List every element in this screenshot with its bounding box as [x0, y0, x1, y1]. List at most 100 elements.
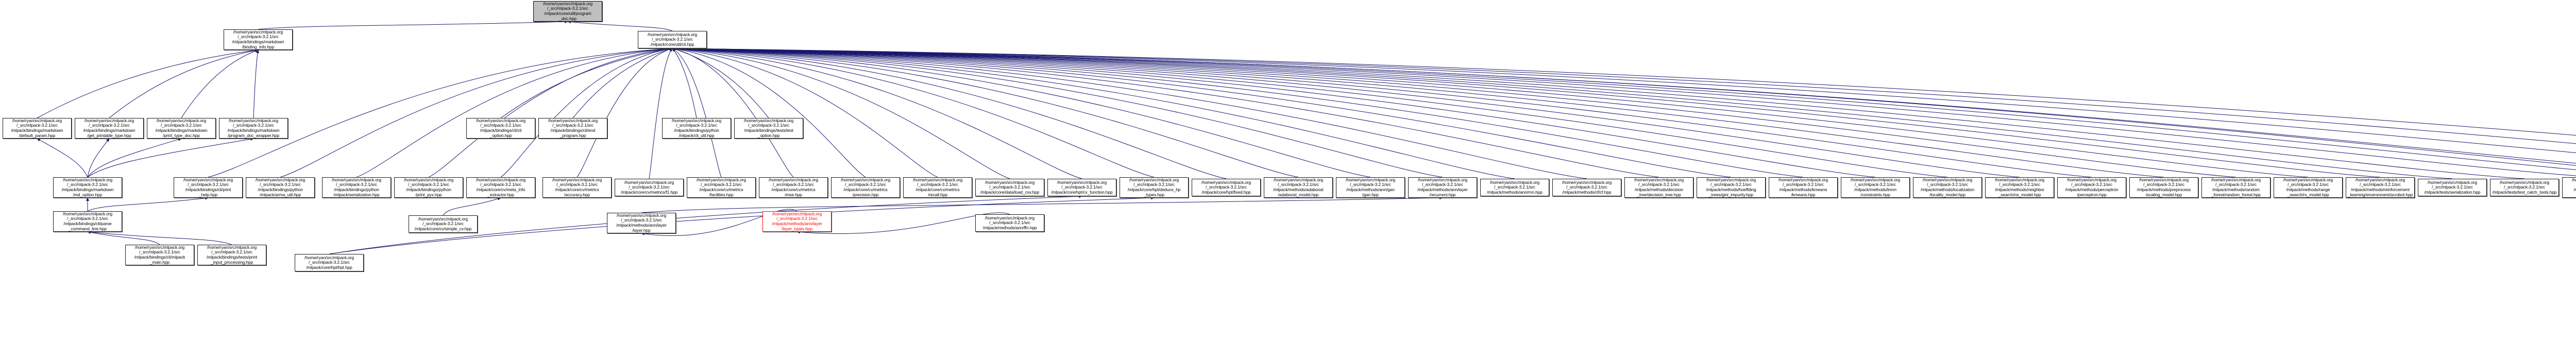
graph-node[interactable]: /home/ryan/src/mlpack.org /_src/mlpack-3… [607, 213, 676, 233]
graph-edge [672, 47, 1515, 179]
graph-node-label: /home/ryan/src/mlpack.org /_src/mlpack-3… [1051, 179, 1113, 195]
graph-node-label: /home/ryan/src/mlpack.org /_src/mlpack-3… [840, 177, 891, 197]
graph-edge [672, 47, 2576, 166]
graph-node[interactable]: /home/ryan/src/mlpack.org /_src/mlpack-3… [1552, 179, 1621, 196]
graph-node[interactable]: /home/ryan/src/mlpack.org /_src/mlpack-3… [1697, 177, 1766, 198]
graph-node-label: /home/ryan/src/mlpack.org /_src/mlpack-3… [671, 117, 722, 138]
graph-node[interactable]: /home/ryan/src/mlpack.org /_src/mlpack-3… [466, 177, 535, 198]
graph-node[interactable]: /home/ryan/src/mlpack.org /_src/mlpack-3… [831, 177, 900, 198]
graph-node[interactable]: /home/ryan/src/mlpack.org /_src/mlpack-3… [687, 177, 756, 198]
graph-node-label: /home/ryan/src/mlpack.org /_src/mlpack-3… [2137, 177, 2191, 197]
graph-node-label: /home/ryan/src/mlpack.org /_src/mlpack-3… [2065, 177, 2119, 197]
graph-node[interactable]: /home/ryan/src/mlpack.org /_src/mlpack-3… [1624, 177, 1693, 198]
graph-edge [649, 48, 673, 179]
graph-edge [672, 47, 1732, 178]
graph-node-label: /home/ryan/src/mlpack.org /_src/mlpack-3… [1850, 177, 1901, 197]
graph-node[interactable]: /home/ryan/src/mlpack.org /_src/mlpack-3… [2490, 179, 2559, 196]
graph-node-label: /home/ryan/src/mlpack.org /_src/mlpack-3… [155, 117, 208, 138]
graph-edge [672, 47, 794, 178]
graph-edge [672, 47, 2576, 176]
graph-node[interactable]: /home/ryan/src/mlpack.org /_src/mlpack-3… [662, 118, 731, 139]
graph-node[interactable]: /home/ryan/src/mlpack.org /_src/mlpack-3… [2346, 177, 2415, 198]
graph-edge [672, 47, 2381, 178]
graph-node-label: /home/ryan/src/mlpack.org /_src/mlpack-3… [1706, 177, 1756, 197]
graph-edge [37, 138, 88, 178]
graph-node[interactable]: /home/ryan/src/mlpack.org /_src/mlpack-3… [1913, 177, 1982, 198]
graph-node-label: /home/ryan/src/mlpack.org /_src/mlpack-3… [134, 244, 185, 265]
graph-node-label: /home/ryan/src/mlpack.org /_src/mlpack-3… [772, 211, 822, 231]
graph-node-label: /home/ryan/src/mlpack.org /_src/mlpack-3… [1920, 177, 1975, 197]
graph-edge [672, 47, 2020, 178]
graph-node[interactable]: /home/ryan/src/mlpack.org /_src/mlpack-3… [53, 177, 122, 198]
graph-node[interactable]: /home/ryan/src/mlpack.org /_src/mlpack-3… [75, 118, 144, 139]
graph-node[interactable]: /home/ryan/src/mlpack.org /_src/mlpack-3… [543, 177, 612, 198]
graph-node-label: /home/ryan/src/mlpack.org /_src/mlpack-3… [1345, 177, 1396, 197]
graph-node[interactable]: /home/ryan/src/mlpack.org /_src/mlpack-3… [762, 211, 832, 232]
graph-node-label: /home/ryan/src/mlpack.org /_src/mlpack-3… [982, 215, 1037, 230]
graph-edge [672, 47, 2576, 171]
graph-node-label: /home/ryan/src/mlpack.org /_src/mlpack-3… [1487, 179, 1543, 195]
graph-node[interactable]: /home/ryan/src/mlpack.org /_src/mlpack-3… [2057, 177, 2126, 198]
graph-node-label: /home/ryan/src/mlpack.org /_src/mlpack-3… [227, 117, 280, 138]
graph-node[interactable]: /home/ryan/src/mlpack.org /_src/mlpack-3… [224, 29, 293, 50]
graph-edge [356, 47, 673, 178]
graph-node-label: /home/ryan/src/mlpack.org /_src/mlpack-3… [83, 117, 135, 138]
graph-node[interactable]: /home/ryan/src/mlpack.org /_src/mlpack-3… [3, 118, 72, 139]
graph-node[interactable]: /home/ryan/src/mlpack.org /_src/mlpack-3… [1985, 177, 2054, 198]
graph-edge [672, 47, 1155, 178]
graph-node[interactable]: /home/ryan/src/mlpack.org /_src/mlpack-3… [734, 118, 803, 139]
graph-node[interactable]: /home/ryan/src/mlpack.org /_src/mlpack-3… [2418, 179, 2487, 196]
graph-node[interactable]: /home/ryan/src/mlpack.org /_src/mlpack-3… [466, 118, 535, 139]
graph-node[interactable]: /home/ryan/src/mlpack.org /_src/mlpack-3… [197, 245, 266, 265]
graph-edge [672, 47, 2164, 178]
graph-node-label: /home/ryan/src/mlpack.org /_src/mlpack-3… [1994, 177, 2045, 197]
graph-node[interactable]: /home/ryan/src/mlpack.org /_src/mlpack-3… [2201, 177, 2270, 198]
graph-edge [280, 47, 673, 178]
graph-node[interactable]: /home/ryan/src/mlpack.org /_src/mlpack-3… [147, 118, 216, 139]
graph-node-label: /home/ryan/src/mlpack.org /_src/mlpack-3… [543, 1, 593, 21]
graph-node-label: /home/ryan/src/mlpack.org /_src/mlpack-3… [232, 29, 284, 49]
graph-edge [672, 47, 1227, 179]
graph-node-label: /home/ryan/src/mlpack.org /_src/mlpack-3… [1273, 177, 1324, 197]
graph-node[interactable]: /home/ryan/src/mlpack.org /_src/mlpack-3… [1047, 179, 1116, 196]
graph-node[interactable]: /home/ryan/src/mlpack.org /_src/mlpack-3… [1408, 177, 1477, 198]
graph-node[interactable]: /home/ryan/src/mlpack.org /_src/mlpack-3… [1192, 179, 1261, 196]
graph-node[interactable]: /home/ryan/src/mlpack.org /_src/mlpack-3… [1336, 177, 1405, 198]
graph-node[interactable]: /home/ryan/src/mlpack.org /_src/mlpack-3… [1769, 177, 1838, 198]
graph-node[interactable]: /home/ryan/src/mlpack.org /_src/mlpack-3… [2129, 177, 2198, 198]
graph-node[interactable]: /home/ryan/src/mlpack.org /_src/mlpack-3… [615, 179, 684, 196]
graph-node[interactable]: /home/ryan/src/mlpack.org /_src/mlpack-3… [322, 177, 391, 198]
graph-node-label: /home/ryan/src/mlpack.org /_src/mlpack-3… [2283, 177, 2333, 197]
graph-edge [567, 20, 673, 31]
graph-node-label: /home/ryan/src/mlpack.org /_src/mlpack-3… [304, 254, 354, 270]
graph-edge [87, 138, 182, 178]
graph-node[interactable]: /home/ryan/src/mlpack.org /_src/mlpack-3… [1264, 177, 1333, 198]
graph-node[interactable]: /home/ryan/src/mlpack.org /_src/mlpack-3… [295, 254, 364, 271]
graph-node-root[interactable]: /home/ryan/src/mlpack.org /_src/mlpack-3… [533, 1, 602, 22]
graph-edge [87, 138, 110, 178]
graph-node[interactable]: /home/ryan/src/mlpack.org /_src/mlpack-3… [394, 177, 463, 198]
graph-node[interactable]: /home/ryan/src/mlpack.org /_src/mlpack-3… [538, 118, 607, 139]
graph-node[interactable]: /home/ryan/src/mlpack.org /_src/mlpack-3… [125, 245, 194, 265]
graph-edge [672, 47, 2236, 178]
graph-node[interactable]: /home/ryan/src/mlpack.org /_src/mlpack-3… [2562, 177, 2576, 198]
graph-node-label: /home/ryan/src/mlpack.org /_src/mlpack-3… [1562, 179, 1612, 195]
graph-node[interactable]: /home/ryan/src/mlpack.org /_src/mlpack-3… [409, 215, 478, 233]
graph-node[interactable]: /home/ryan/src/mlpack.org /_src/mlpack-3… [975, 179, 1044, 196]
graph-node[interactable]: /home/ryan/src/mlpack.org /_src/mlpack-3… [1841, 177, 1910, 198]
graph-node[interactable]: /home/ryan/src/mlpack.org /_src/mlpack-3… [903, 177, 972, 198]
graph-node[interactable]: /home/ryan/src/mlpack.org /_src/mlpack-3… [2274, 177, 2343, 198]
graph-node[interactable]: /home/ryan/src/mlpack.org /_src/mlpack-3… [246, 177, 315, 198]
graph-node[interactable]: /home/ryan/src/mlpack.org /_src/mlpack-3… [975, 214, 1044, 232]
graph-node[interactable]: /home/ryan/src/mlpack.org /_src/mlpack-3… [53, 211, 122, 232]
graph-node[interactable]: /home/ryan/src/mlpack.org /_src/mlpack-3… [1120, 177, 1189, 198]
graph-node[interactable]: /home/ryan/src/mlpack.org /_src/mlpack-3… [1480, 179, 1549, 196]
graph-node[interactable]: /home/ryan/src/mlpack.org /_src/mlpack-3… [219, 118, 288, 139]
graph-edge [672, 47, 938, 178]
graph-edge [572, 47, 673, 118]
graph-node[interactable]: /home/ryan/src/mlpack.org /_src/mlpack-3… [638, 31, 707, 48]
graph-node[interactable]: /home/ryan/src/mlpack.org /_src/mlpack-3… [174, 177, 243, 198]
graph-node[interactable]: /home/ryan/src/mlpack.org /_src/mlpack-3… [759, 177, 828, 198]
graph-node-label: /home/ryan/src/mlpack.org /_src/mlpack-3… [2347, 177, 2413, 197]
